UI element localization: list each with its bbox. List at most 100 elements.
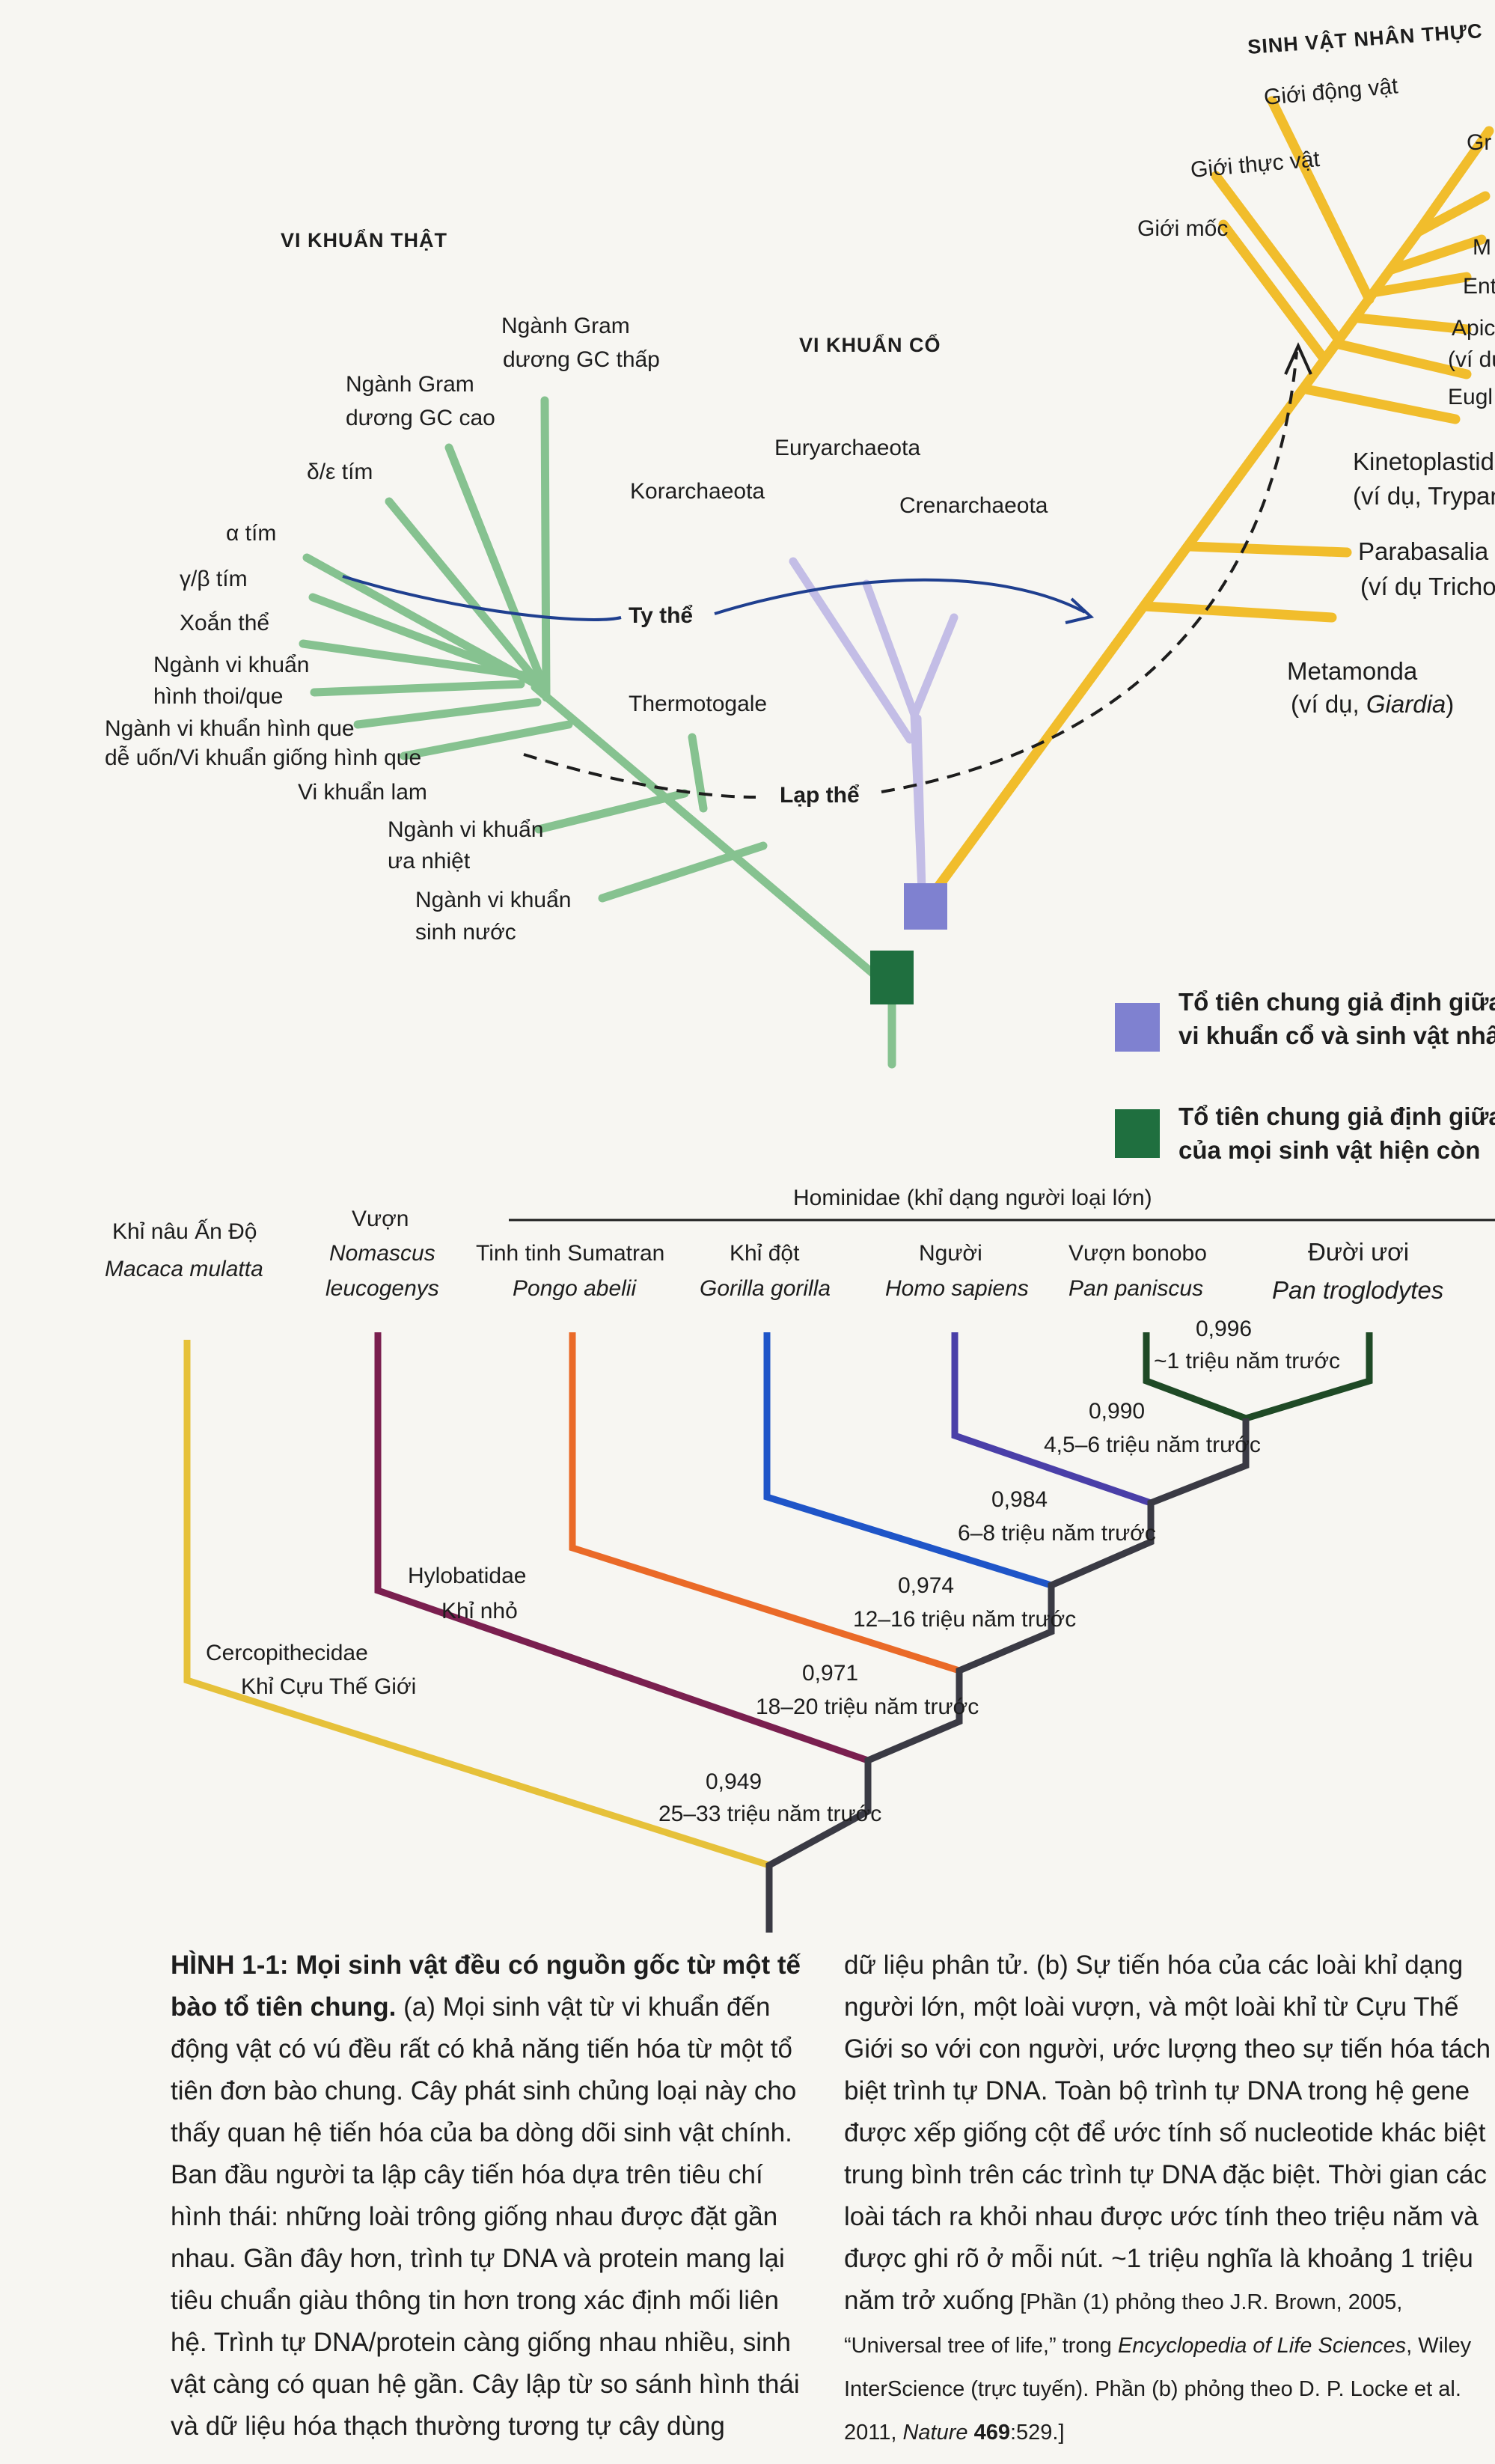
label-cut-1: Gr <box>1467 130 1491 155</box>
label-metamonda-example: (ví dụ, Giardia) <box>1291 690 1454 718</box>
species-human-latin: Homo sapiens <box>885 1276 1029 1301</box>
family-label: Hominidae (khỉ dạng người loại lớn) <box>793 1186 1152 1210</box>
species-bonobo-common: Vượn bonobo <box>1068 1241 1207 1266</box>
label-kinetoplastida-example: (ví dụ, Trypanosoma) <box>1353 482 1495 510</box>
label-parabasalia: Parabasalia <box>1358 537 1489 565</box>
bacteria-branches <box>299 396 896 1069</box>
label-cut-6: Eugl <box>1448 385 1493 409</box>
label-high-gc-gram-line2: dương GC cao <box>346 406 495 430</box>
branch-gibbon <box>374 1332 869 1764</box>
label-alpha: α tím <box>226 521 276 546</box>
legend-archaea-eukarya-line2: vi khuẩn cổ và sinh vật nhân thực <box>1178 1022 1495 1049</box>
eukarya-branches <box>930 96 1494 896</box>
caption-body-2: dữ liệu phân tử. (b) Sự tiến hóa của các… <box>844 1951 1491 2315</box>
label-kinetoplastida: Kinetoplastida <box>1353 448 1495 475</box>
node-4-identity: 0,974 <box>898 1573 954 1598</box>
label-fusobacteria-line1: Ngành vi khuẩn <box>153 653 309 677</box>
node-1-identity: 0,996 <box>1196 1317 1252 1341</box>
label-crenarchaeota: Crenarchaeota <box>899 493 1048 518</box>
species-gibbon-latin-2: leucogenys <box>325 1276 439 1301</box>
group-hylobatidae: Hylobatidae <box>408 1564 526 1588</box>
branch-pan <box>1143 1332 1373 1422</box>
label-flexibacteria-line2: dễ uốn/Vi khuẩn giống hình que <box>105 745 421 770</box>
label-korarchaeota: Korarchaeota <box>630 479 765 504</box>
label-high-gc-gram-line1: Ngành Gram <box>346 372 474 397</box>
label-low-gc-gram-line2: dương GC thấp <box>503 347 660 372</box>
primate-branches <box>183 1332 1373 1933</box>
label-cyanobacteria: Vi khuẩn lam <box>298 780 427 805</box>
bacteria-trunk <box>531 683 896 1069</box>
node-5-identity: 0,971 <box>802 1661 858 1686</box>
header-eukarya: SINH VẬT NHÂN THỰC <box>1247 19 1483 58</box>
legend-archaea-eukarya-line1: Tổ tiên chung giả định giữa <box>1178 988 1495 1016</box>
label-gamma-beta: γ/β tím <box>180 567 248 591</box>
label-thermophiles-line1: Ngành vi khuẩn <box>388 817 543 842</box>
species-gibbon-common: Vượn <box>352 1207 409 1231</box>
branch-human <box>951 1332 1152 1507</box>
species-bonobo-latin: Pan paniscus <box>1068 1276 1203 1301</box>
species-orangutan-common: Tinh tinh Sumatran <box>476 1241 664 1266</box>
archaea-branches <box>789 557 959 927</box>
caption-title: HÌNH 1-1: Mọi sinh vật đều có nguồn gốc … <box>171 1951 801 2022</box>
node-3-time: 6–8 triệu năm trước <box>958 1521 1156 1546</box>
header-archaea: VI KHUẨN CỔ <box>799 333 941 356</box>
legend-all-life-line1: Tổ tiên chung giả định giữa <box>1178 1103 1495 1130</box>
legend-all-life-line2: của mọi sinh vật hiện còn <box>1178 1136 1480 1164</box>
label-thermophiles-line2: ưa nhiệt <box>388 849 471 873</box>
species-macaque-common: Khỉ nâu Ấn Độ <box>112 1219 257 1244</box>
common-ancestor-node <box>870 951 914 1004</box>
branch-gorilla <box>763 1332 1053 1589</box>
branch-orangutan <box>569 1332 961 1674</box>
mitochondria-arrow-line-left <box>342 575 622 621</box>
label-animals: Giới động vật <box>1263 73 1400 110</box>
node-1-time: ~1 triệu năm trước <box>1154 1349 1340 1373</box>
archaea-eukarya-ancestor-node <box>904 883 947 930</box>
caption-body-1: (a) Mọi sinh vật từ vi khuẩn đến động vậ… <box>171 1992 800 2441</box>
node-5-time: 18–20 triệu năm trước <box>756 1695 979 1719</box>
mitochondria-arrowhead <box>1065 597 1095 624</box>
label-flexibacteria-line1: Ngành vi khuẩn hình que <box>105 716 355 741</box>
species-chimp-common: Đười ươi <box>1308 1238 1409 1266</box>
plastid-arrow-line-left <box>523 753 756 799</box>
primate-tree: Hominidae (khỉ dạng người loại lớn) Khỉ … <box>105 1186 1495 1933</box>
label-parabasalia-example: (ví dụ Trichomonas) <box>1360 573 1495 600</box>
label-cut-2: M <box>1473 235 1491 260</box>
label-spirochetes: Xoắn thể <box>180 611 269 635</box>
label-thermotogales: Thermotogale <box>629 692 767 716</box>
label-cut-3: Ent <box>1463 274 1495 299</box>
mitochondria-arrow-line-right <box>714 578 1086 615</box>
species-macaque-latin: Macaca mulatta <box>105 1257 263 1281</box>
caption-column-2: dữ liệu phân tử. (b) Sự tiến hóa của các… <box>844 1945 1495 2454</box>
species-human-common: Người <box>919 1241 982 1266</box>
group-hylobatidae-common: Khỉ nhỏ <box>441 1599 518 1623</box>
label-plants: Giới thực vật <box>1190 147 1321 183</box>
species-gorilla-common: Khỉ đột <box>730 1241 800 1266</box>
label-delta-epsilon: δ/ε tím <box>307 460 373 484</box>
node-3-identity: 0,984 <box>991 1487 1048 1512</box>
figure-caption: HÌNH 1-1: Mọi sinh vật đều có nguồn gốc … <box>171 1945 1491 2461</box>
node-2-time: 4,5–6 triệu năm trước <box>1044 1433 1261 1457</box>
plastid-arrow-line-right <box>881 351 1298 793</box>
caption-reference: [Phần (1) phỏng theo J.R. Brown, 2005, “… <box>844 2290 1472 2445</box>
universal-tree: VI KHUẨN THẬT VI KHUẨN CỔ SINH VẬT NHÂN … <box>105 19 1495 1164</box>
node-4-time: 12–16 triệu năm trước <box>853 1607 1076 1632</box>
label-plastid: Lạp thể <box>780 783 860 808</box>
species-orangutan-latin: Pongo abelii <box>513 1276 637 1301</box>
node-2-identity: 0,990 <box>1089 1399 1145 1424</box>
label-aquificae-line1: Ngành vi khuẩn <box>415 888 571 912</box>
label-low-gc-gram-line1: Ngành Gram <box>501 314 630 338</box>
label-metamonda: Metamonda <box>1287 657 1418 685</box>
legend-swatch-archaea-eukarya <box>1115 1003 1160 1052</box>
label-cut-4: Apico <box>1452 316 1495 341</box>
plastid-arrowhead <box>1284 342 1312 375</box>
branch-macaque <box>183 1340 771 1869</box>
node-6-time: 25–33 triệu năm trước <box>658 1802 881 1826</box>
label-cut-5: (ví dụ <box>1448 347 1495 372</box>
label-euryarchaeota: Euryarchaeota <box>774 436 920 460</box>
group-cercopithecidae: Cercopithecidae <box>206 1641 368 1665</box>
species-chimp-latin: Pan troglodytes <box>1272 1276 1443 1304</box>
caption-column-1: HÌNH 1-1: Mọi sinh vật đều có nguồn gốc … <box>171 1945 807 2448</box>
node-6-identity: 0,949 <box>706 1769 762 1794</box>
label-fusobacteria-line2: hình thoi/que <box>153 684 283 709</box>
